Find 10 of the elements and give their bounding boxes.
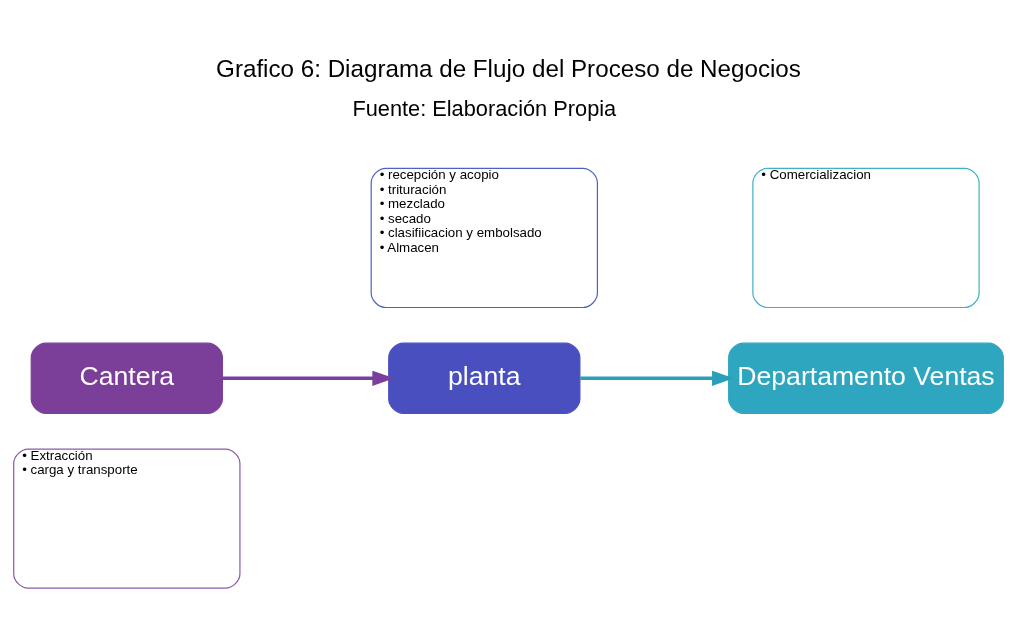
arrow [222, 370, 395, 386]
node-box: Departamento Ventas [728, 342, 1004, 414]
arrow [580, 370, 734, 386]
node-box: Cantera [30, 342, 223, 414]
node-box: • Extracción • carga y transporte [13, 448, 241, 589]
node-box: • recepción y acopio • trituración • mezclado • secado • clasifiicacion y embolsado • Almacen [370, 167, 599, 309]
caption: Fuente: Elaboración Propia [352, 96, 617, 122]
node-box: • Comercializacion [752, 167, 980, 309]
diagram-title: Grafico 6: Diagrama de Flujo del Proceso de Negocios [216, 55, 801, 83]
node-box: planta [388, 342, 581, 414]
